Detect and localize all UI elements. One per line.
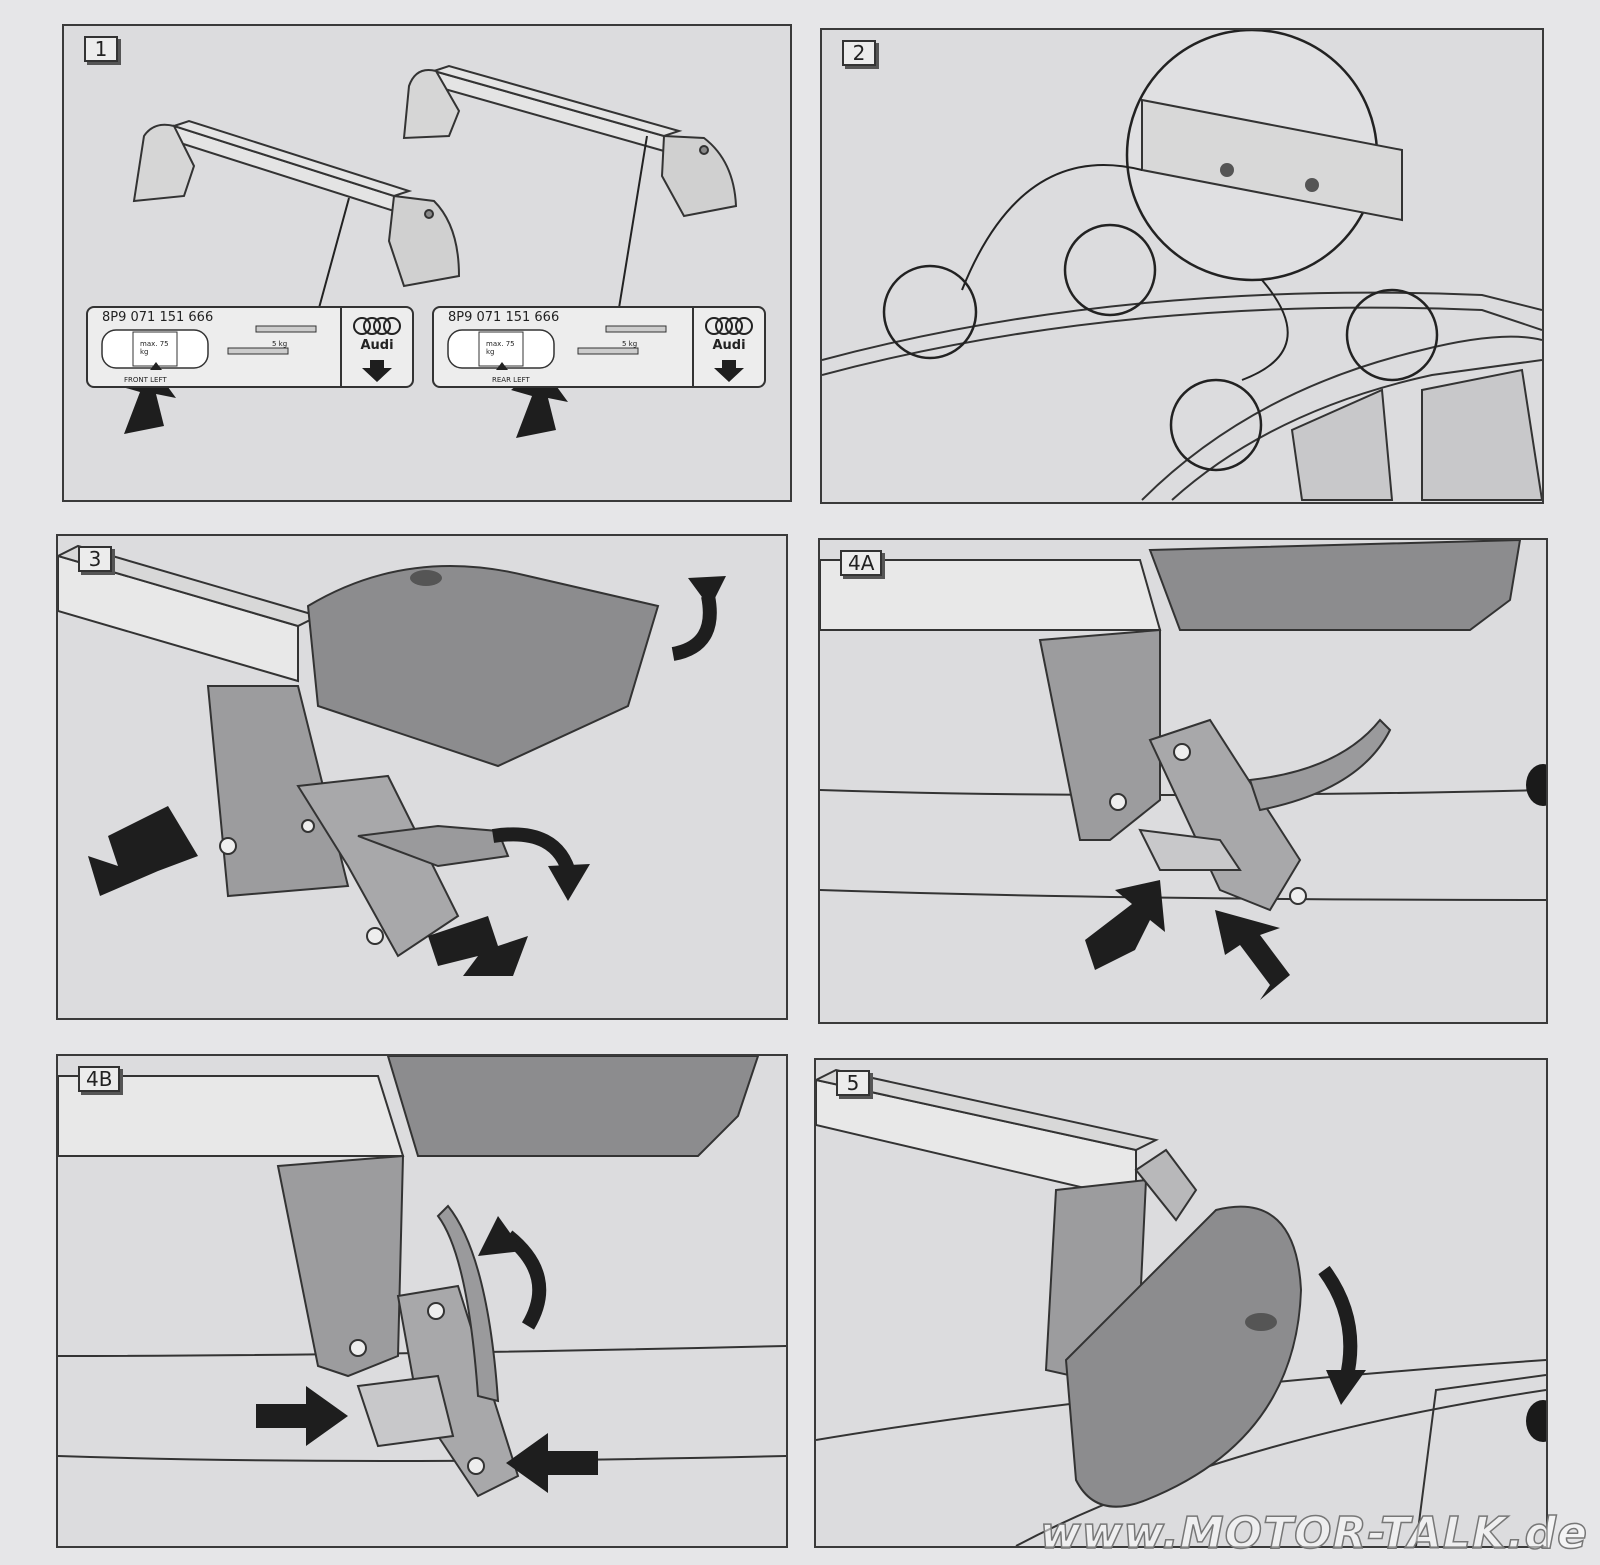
binder-hole xyxy=(1526,1400,1546,1442)
mount-point-circle xyxy=(1345,288,1439,382)
car-topview-icon xyxy=(101,325,317,370)
binder-hole xyxy=(1526,764,1546,806)
roof-rail-illustration xyxy=(822,30,1542,501)
open-foot-illustration xyxy=(58,544,726,976)
step-1-panel: 1 8P9 071 151 666 xyxy=(62,24,792,502)
bar-label-rear: 8P9 071 151 666 max. 75 kg 5 kg REAR LEF… xyxy=(432,306,766,388)
car-topview-icon xyxy=(447,325,667,370)
brand-name: Audi xyxy=(360,338,394,353)
part-number: 8P9 071 151 666 xyxy=(448,310,560,325)
step-4b-panel: 4B xyxy=(56,1054,788,1548)
step-4a-panel: 4A xyxy=(818,538,1548,1024)
bar-weight: 5 kg xyxy=(272,340,288,348)
close-cover-illustration xyxy=(816,1068,1546,1546)
audi-rings-logo-icon xyxy=(353,317,401,382)
arrow-left-icon xyxy=(88,806,198,896)
close-lever-illustration xyxy=(58,1056,786,1498)
arrow-right-icon xyxy=(256,1386,348,1446)
step-3-panel: 3 xyxy=(56,534,788,1020)
rotate-arrow-icon xyxy=(1318,1265,1358,1382)
mount-point-circle xyxy=(882,264,978,360)
watermark: www.MOTOR-TALK.de xyxy=(1039,1507,1588,1560)
mounting-position: REAR LEFT xyxy=(492,376,530,384)
step-2-panel: 2 xyxy=(820,28,1544,504)
bar-weight: 5 kg xyxy=(622,340,638,348)
mount-point-circle xyxy=(1169,378,1263,472)
step-number: 4A xyxy=(840,550,883,576)
arrow-up-icon xyxy=(1215,910,1290,1000)
part-number: 8P9 071 151 666 xyxy=(102,310,214,325)
step-5-panel: 5 xyxy=(814,1058,1548,1548)
arrow-up-icon xyxy=(1085,880,1165,970)
max-load: max. 75 kg xyxy=(140,340,169,356)
brand-name: Audi xyxy=(712,338,746,353)
arrow-left-icon xyxy=(506,1433,598,1493)
brand-cell: Audi xyxy=(340,308,412,386)
mounting-position: FRONT LEFT xyxy=(124,376,167,384)
roof-bars-illustration xyxy=(119,64,738,438)
step-number: 2 xyxy=(842,40,876,66)
rotate-arrow-icon xyxy=(671,594,717,661)
step-number: 3 xyxy=(78,546,112,572)
mount-point-circle xyxy=(1063,223,1157,317)
arrow-right-icon xyxy=(428,916,528,976)
front-roof-bar xyxy=(132,119,461,288)
max-load: max. 75 kg xyxy=(486,340,515,356)
rear-roof-bar xyxy=(402,64,738,218)
step-number: 1 xyxy=(84,36,118,62)
brand-cell: Audi xyxy=(692,308,764,386)
audi-rings-logo-icon xyxy=(705,317,753,382)
bar-label-front: 8P9 071 151 666 max. 75 kg 5 kg FRONT LE… xyxy=(86,306,414,388)
step-number: 5 xyxy=(836,1070,870,1096)
attach-foot-illustration xyxy=(820,540,1546,1000)
step-number: 4B xyxy=(78,1066,121,1092)
